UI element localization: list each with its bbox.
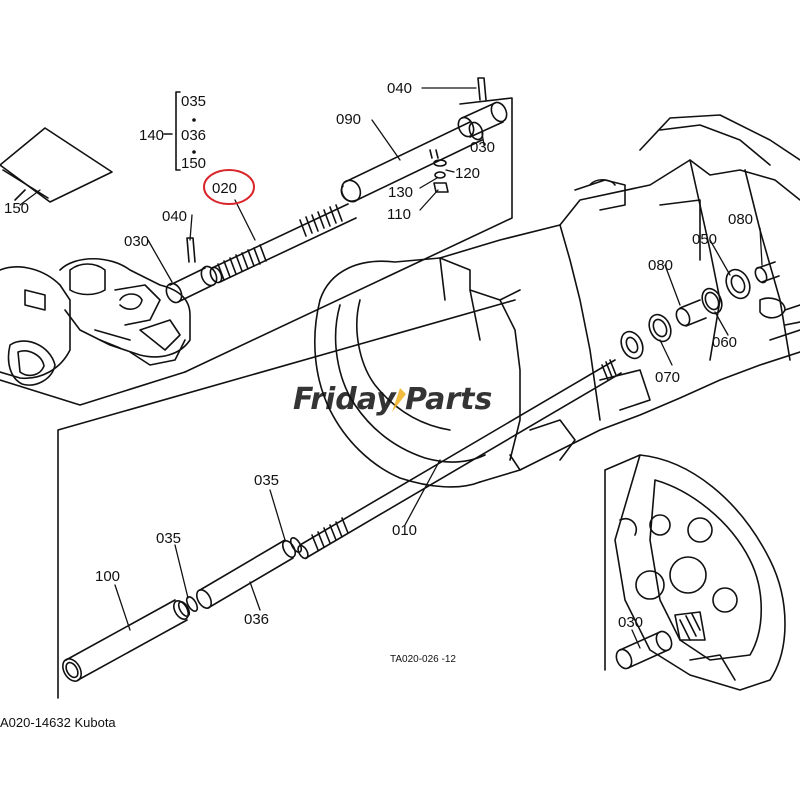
part-caption: A020-14632 Kubota: [0, 715, 116, 730]
label-group-036: 036: [181, 127, 206, 144]
transmission-housing: [314, 114, 800, 488]
inset-cover: [614, 454, 786, 691]
watermark-logo: Friday Parts: [293, 382, 492, 417]
label-070: 070: [655, 369, 680, 386]
part-040-top-pin: [477, 77, 487, 101]
label-060: 060: [712, 334, 737, 351]
label-group-150: 150: [181, 155, 206, 172]
label-050: 050: [692, 231, 717, 248]
watermark-text-friday: Friday: [293, 382, 397, 417]
label-100: 100: [95, 568, 120, 585]
label-130: 130: [388, 184, 413, 201]
part-030-bottom: [615, 613, 701, 670]
label-140: 140: [139, 127, 164, 144]
gasket-sheet: [0, 127, 113, 203]
label-030-left: 030: [124, 233, 149, 250]
part-030-top: [457, 101, 508, 138]
part-010-shaft: [297, 359, 622, 560]
label-090: 090: [336, 111, 361, 128]
label-035-b: 035: [156, 530, 181, 547]
bearing-stack: [620, 261, 780, 360]
frame-upper-line: [184, 97, 513, 373]
part-036-sleeve: [177, 536, 303, 618]
label-040-top: 040: [387, 80, 412, 97]
part-020-shaft: [209, 203, 357, 284]
label-030-top: 030: [470, 139, 495, 156]
label-010: 010: [392, 522, 417, 539]
label-035-a: 035: [254, 472, 279, 489]
highlight-circle: [203, 169, 255, 205]
frame-left-line: [0, 371, 186, 406]
part-030-left: [165, 237, 218, 304]
group-bracket: [175, 91, 181, 171]
small-parts-110-130: [429, 149, 449, 193]
label-group-035: 035: [181, 93, 206, 110]
watermark-swoosh-icon: [392, 388, 406, 412]
left-housing: [0, 257, 191, 386]
watermark-text-parts: Parts: [405, 382, 492, 417]
label-110: 110: [387, 206, 411, 223]
frame-inset-line: [604, 454, 641, 671]
label-150: 150: [4, 200, 29, 217]
label-030-bottom: 030: [618, 614, 643, 631]
frame-lower-line: [57, 299, 516, 699]
label-080-b: 080: [648, 257, 673, 274]
part-100-tube: [62, 599, 190, 682]
label-040-left: 040: [162, 208, 187, 225]
label-120: 120: [455, 165, 480, 182]
label-036: 036: [244, 611, 269, 628]
label-020: 020: [212, 180, 237, 197]
drawing-code: TA020-026 -12: [390, 654, 456, 665]
label-080-a: 080: [728, 211, 753, 228]
part-090-tube: [340, 121, 484, 203]
leader-lines: [19, 87, 763, 649]
